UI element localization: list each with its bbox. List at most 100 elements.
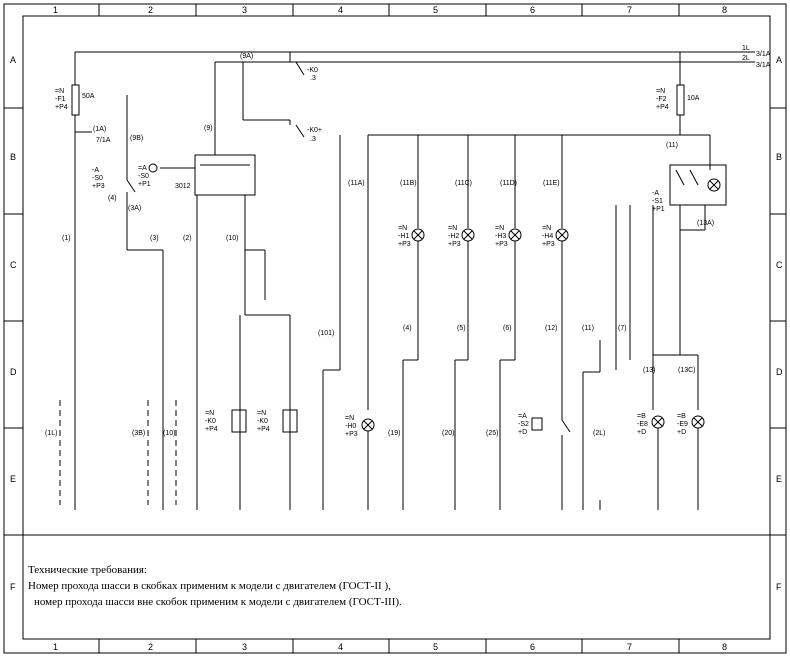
wire-label: (12) xyxy=(545,325,557,332)
wire-label: (13C) xyxy=(678,367,696,374)
k0d-label: =N xyxy=(257,410,266,417)
h4-label: +P3 xyxy=(542,241,555,248)
f2-label: +P4 xyxy=(656,104,669,111)
s0b-label: -S0 xyxy=(92,175,103,182)
s2-label: -S2 xyxy=(518,421,529,428)
e9-label: +D xyxy=(677,429,686,436)
wire-label: (3B) xyxy=(132,430,145,437)
row-label-right: B xyxy=(776,152,782,162)
k0d-label: +P4 xyxy=(257,426,270,433)
ignition-block xyxy=(126,95,291,510)
s2-label: +D xyxy=(518,429,527,436)
lamp-feed xyxy=(367,115,711,410)
col-label-bottom: 8 xyxy=(722,642,727,652)
fuse-f2 xyxy=(676,84,685,116)
s1-label: -S1 xyxy=(652,198,663,205)
notes-title: Технические требования: xyxy=(28,564,147,576)
k0c-label: -K0 xyxy=(205,418,216,425)
s0-label: +P1 xyxy=(138,181,151,188)
wire-label: (3) xyxy=(150,235,159,242)
col-label-bottom: 2 xyxy=(148,642,153,652)
wire-label: (11) xyxy=(582,325,594,332)
bus-l1-label: 1L xyxy=(742,45,750,52)
s2-label: =A xyxy=(518,413,527,420)
wire-label: (11C) xyxy=(455,180,472,187)
e9-label: =B xyxy=(677,413,686,420)
col-label-top: 7 xyxy=(627,5,632,15)
col-label-top: 1 xyxy=(53,5,58,15)
row-label-right: E xyxy=(776,474,782,484)
k0-label: -K0 xyxy=(307,67,318,74)
row-label-left: D xyxy=(10,367,17,377)
wire-label: (19) xyxy=(388,430,400,437)
wire-label: (25) xyxy=(486,430,498,437)
notes-line-1: Номер прохода шасси в скобках применим к… xyxy=(28,580,391,592)
bus-l2-ref: 3/1A xyxy=(756,62,771,69)
wire-label: (2) xyxy=(183,235,192,242)
wire-label: (5) xyxy=(457,325,466,332)
e9-label: -E9 xyxy=(677,421,688,428)
k0d-label: -K0 xyxy=(257,418,268,425)
wire-label: (2L) xyxy=(593,430,605,437)
col-label-top: 5 xyxy=(433,5,438,15)
f2-label: =N xyxy=(656,88,665,95)
h0-label: =N xyxy=(345,415,354,422)
drawing-border xyxy=(22,15,771,640)
col-label-bottom: 5 xyxy=(433,642,438,652)
row-label-left: E xyxy=(10,474,16,484)
col-label-top: 6 xyxy=(530,5,535,15)
col-label-top: 4 xyxy=(338,5,343,15)
col-label-top: 8 xyxy=(722,5,727,15)
h2-label: +P3 xyxy=(448,241,461,248)
wire-label: (11A) xyxy=(348,180,365,187)
h0-label: -H0 xyxy=(345,423,356,430)
s1-label: -A xyxy=(652,190,659,197)
s0b-label: -A xyxy=(92,167,99,174)
e8-label: =B xyxy=(637,413,646,420)
wire-label: (3A) xyxy=(128,205,141,212)
row-label-left: F xyxy=(10,582,16,592)
wire-label: (20) xyxy=(442,430,454,437)
wire-label: (7) xyxy=(618,325,627,332)
wire-label: (9) xyxy=(204,125,213,132)
wire-label: (11B) xyxy=(400,180,417,187)
col-label-bottom: 3 xyxy=(242,642,247,652)
switch-s2 xyxy=(531,417,571,510)
h3-label: +P3 xyxy=(495,241,508,248)
f2-rating: 10A xyxy=(687,95,700,102)
fuse-f1 xyxy=(71,84,80,116)
wire-label: (13A) xyxy=(697,220,714,227)
technical-notes: Технические требования: Номер прохода ша… xyxy=(28,562,402,610)
wire-label: (11D) xyxy=(500,180,517,187)
f1-rating: 50A xyxy=(82,93,95,100)
f1-label: -F1 xyxy=(55,96,66,103)
lamp-code: 3012 xyxy=(175,183,191,190)
h1-label: +P3 xyxy=(398,241,411,248)
e8-label: -E8 xyxy=(637,421,648,428)
s0-label: -S0 xyxy=(138,173,149,180)
switch-s1 xyxy=(582,164,727,510)
harness-links xyxy=(59,90,244,505)
wire-label: (101) xyxy=(318,330,334,337)
col-label-top: 3 xyxy=(242,5,247,15)
wire-label: (6) xyxy=(503,325,512,332)
wire-label: (11) xyxy=(666,142,678,149)
h3-label: =N xyxy=(495,225,504,232)
relay-coils xyxy=(231,409,298,433)
bus-l1-ref: 3/1A xyxy=(756,51,771,58)
s0-label: =A xyxy=(138,165,147,172)
h0-label: +P3 xyxy=(345,431,358,438)
h4-label: -H4 xyxy=(542,233,553,240)
k0c-label: =N xyxy=(205,410,214,417)
row-label-left: C xyxy=(10,260,17,270)
wire-label: (9B) xyxy=(130,135,143,142)
k01-label: -K0+ xyxy=(307,127,322,134)
grid-labels: 1 2 3 4 5 6 7 8 1 2 3 4 5 6 7 8 A B C D … xyxy=(10,5,783,652)
ref-7-1a: 7/1A xyxy=(96,137,111,144)
wire-label: (10) xyxy=(226,235,238,242)
row-label-right: D xyxy=(776,367,783,377)
f1-label: =N xyxy=(55,88,64,95)
wire-label: (10) xyxy=(163,430,175,437)
wire-label: (4) xyxy=(108,195,117,202)
